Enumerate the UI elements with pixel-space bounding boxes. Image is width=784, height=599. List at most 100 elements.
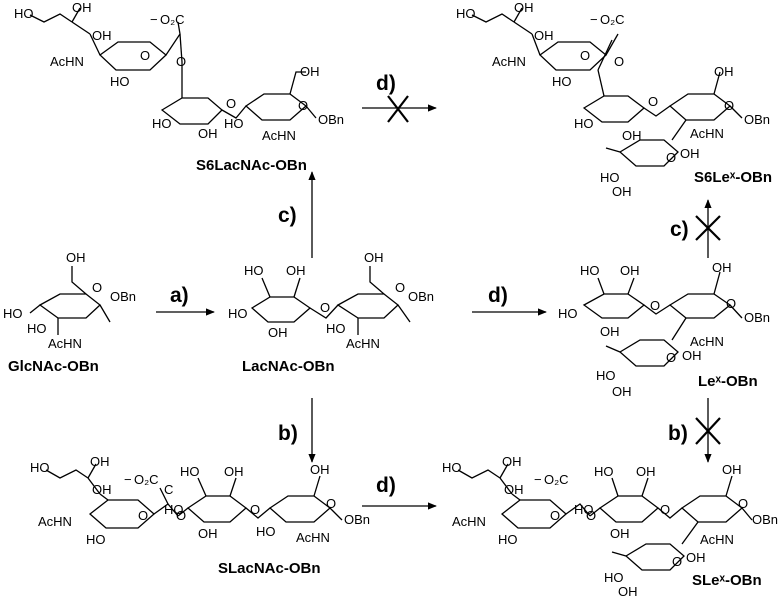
svg-text:HO: HO: [180, 464, 200, 479]
step-a: a): [170, 284, 189, 307]
label-lex: Leˣ-OBn: [698, 373, 758, 390]
svg-text:HO: HO: [580, 263, 600, 278]
svg-text:O₂C: O₂C: [544, 472, 569, 487]
svg-text:O: O: [614, 54, 624, 69]
svg-text:O: O: [326, 496, 336, 511]
svg-text:HO: HO: [3, 306, 23, 321]
svg-text:AcHN: AcHN: [452, 514, 486, 529]
label-s6lacnac: S6LacNAc-OBn: [196, 157, 307, 174]
svg-text:HO: HO: [30, 460, 50, 475]
step-c-up: c): [278, 204, 297, 227]
step-b-blocked: b): [668, 422, 688, 445]
svg-text:O: O: [226, 96, 236, 111]
structure-s6lacnac: HO OH OH − O₂C AcHN HO O O OH HO O OH O …: [14, 0, 344, 143]
svg-text:HO: HO: [110, 74, 130, 89]
svg-text:OH: OH: [92, 482, 112, 497]
svg-text:OH: OH: [712, 260, 732, 275]
blocked-cross-c: [695, 215, 721, 241]
svg-text:HO: HO: [498, 532, 518, 547]
structure-slacnac: HO OH OH − O₂C C AcHN HO O O HO OH HO OH…: [30, 454, 370, 547]
structure-lacnac: HO OH HO OH O OH O OBn HO AcHN: [228, 250, 434, 351]
svg-text:OH: OH: [686, 550, 706, 565]
svg-text:OBn: OBn: [752, 512, 778, 527]
svg-text:O: O: [92, 280, 102, 295]
svg-text:AcHN: AcHN: [38, 514, 72, 529]
svg-text:O: O: [580, 48, 590, 63]
svg-text:HO: HO: [152, 116, 172, 131]
svg-text:O₂C: O₂C: [600, 12, 625, 27]
svg-text:O: O: [298, 98, 308, 113]
svg-text:AcHN: AcHN: [346, 336, 380, 351]
svg-text:O₂C: O₂C: [160, 12, 185, 27]
svg-text:O: O: [176, 54, 186, 69]
svg-text:OBn: OBn: [744, 310, 770, 325]
svg-text:OH: OH: [622, 128, 642, 143]
svg-text:AcHN: AcHN: [690, 126, 724, 141]
svg-text:OH: OH: [198, 126, 218, 141]
svg-text:HO: HO: [86, 532, 106, 547]
svg-text:O₂C: O₂C: [134, 472, 159, 487]
svg-text:−: −: [124, 472, 132, 487]
svg-text:AcHN: AcHN: [492, 54, 526, 69]
svg-text:OH: OH: [600, 324, 620, 339]
svg-text:O: O: [724, 98, 734, 113]
svg-text:−: −: [590, 12, 598, 27]
blocked-cross-d-s6: [387, 95, 409, 123]
label-s6lex: S6Leˣ-OBn: [694, 169, 772, 186]
label-slex: SLeˣ-OBn: [692, 572, 762, 589]
svg-text:O: O: [140, 48, 150, 63]
svg-text:HO: HO: [552, 74, 572, 89]
svg-text:OH: OH: [72, 0, 92, 15]
svg-text:OH: OH: [268, 325, 288, 340]
svg-text:O: O: [395, 280, 405, 295]
svg-text:HO: HO: [594, 464, 614, 479]
svg-text:HO: HO: [604, 570, 624, 585]
svg-text:OH: OH: [66, 250, 86, 265]
svg-text:O: O: [586, 508, 596, 523]
svg-text:AcHN: AcHN: [700, 532, 734, 547]
svg-text:O: O: [550, 508, 560, 523]
label-glcnac: GlcNAc-OBn: [8, 358, 99, 375]
svg-text:O: O: [648, 94, 658, 109]
label-lacnac: LacNAc-OBn: [242, 358, 335, 375]
svg-text:OH: OH: [680, 146, 700, 161]
svg-text:OH: OH: [636, 464, 656, 479]
step-d-lac: d): [488, 284, 508, 307]
svg-text:O: O: [138, 508, 148, 523]
svg-text:O: O: [320, 300, 330, 315]
svg-text:O: O: [176, 508, 186, 523]
svg-text:O: O: [666, 350, 676, 365]
svg-text:HO: HO: [596, 368, 616, 383]
step-b-down: b): [278, 422, 298, 445]
svg-text:HO: HO: [224, 116, 244, 131]
svg-text:O: O: [660, 502, 670, 517]
svg-text:OH: OH: [682, 348, 702, 363]
svg-text:O: O: [672, 554, 682, 569]
svg-text:O: O: [738, 496, 748, 511]
svg-text:OH: OH: [620, 263, 640, 278]
svg-text:AcHN: AcHN: [690, 334, 724, 349]
svg-text:AcHN: AcHN: [262, 128, 296, 143]
svg-text:OH: OH: [618, 584, 638, 599]
svg-text:−: −: [150, 12, 158, 27]
svg-text:O: O: [726, 296, 736, 311]
svg-text:OH: OH: [514, 0, 534, 15]
svg-text:OH: OH: [92, 28, 112, 43]
step-c-blocked: c): [670, 218, 689, 241]
svg-text:HO: HO: [256, 524, 276, 539]
structure-glcnac: OH HO HO O OBn AcHN: [3, 250, 136, 351]
svg-text:−: −: [534, 472, 542, 487]
svg-text:OBn: OBn: [318, 112, 344, 127]
svg-text:O: O: [666, 150, 676, 165]
svg-text:HO: HO: [600, 170, 620, 185]
structure-s6lex: HO OH OH − O₂C AcHN HO O O OH HO O OH O …: [456, 0, 770, 199]
svg-text:OH: OH: [534, 28, 554, 43]
svg-text:OH: OH: [310, 462, 330, 477]
svg-text:OH: OH: [502, 454, 522, 469]
svg-text:HO: HO: [14, 6, 34, 21]
svg-text:OH: OH: [504, 482, 524, 497]
svg-text:AcHN: AcHN: [48, 336, 82, 351]
svg-text:HO: HO: [558, 306, 578, 321]
svg-text:OH: OH: [300, 64, 320, 79]
